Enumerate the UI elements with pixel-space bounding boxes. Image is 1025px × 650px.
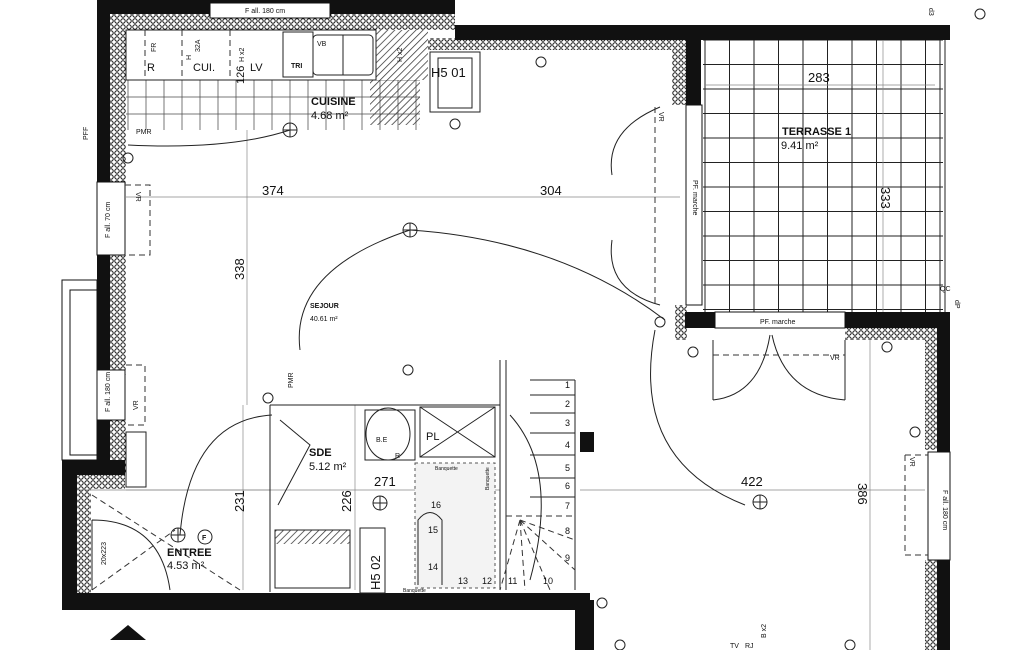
- window-label: PF. marche: [760, 319, 796, 326]
- dimension: 304: [540, 183, 562, 198]
- misc-label: 20x223: [101, 542, 108, 565]
- misc-label: VR: [830, 355, 840, 362]
- misc-label: Banquette: [403, 588, 426, 594]
- room-name: TERRASSE 1: [782, 126, 851, 138]
- room-name: SDE: [309, 447, 332, 459]
- step-number: 9: [565, 553, 570, 563]
- room-area: 40.61 m²: [310, 316, 338, 323]
- step-number: 2: [565, 399, 570, 409]
- kitchen-label: CUI.: [193, 62, 215, 74]
- dimension: 422: [741, 474, 763, 489]
- dimension: 338: [232, 258, 247, 280]
- step-number: 8: [565, 526, 570, 536]
- dimension: 283: [808, 70, 830, 85]
- room-area: 5.12 m²: [309, 461, 347, 473]
- step-number: 15: [428, 525, 438, 535]
- step-number: 7: [565, 501, 570, 511]
- room-name: ENTREE: [167, 547, 212, 559]
- misc-label: d3: [927, 8, 934, 16]
- misc-label: B.E: [376, 437, 388, 444]
- misc-label: TV: [730, 643, 739, 650]
- room-name: SEJOUR: [310, 303, 339, 310]
- window-label: F all. 180 cm: [245, 8, 285, 15]
- step-number: 11: [508, 576, 517, 586]
- outlet-icons: [122, 8, 986, 650]
- kitchen-label: H: [186, 55, 193, 60]
- misc-label: dP: [953, 300, 960, 309]
- step-number: 14: [428, 562, 438, 572]
- misc-label: Banquette: [485, 467, 491, 490]
- staircase: [499, 360, 576, 591]
- kitchen-label: 32A: [195, 39, 202, 52]
- misc-label: Banquette: [435, 466, 458, 472]
- kitchen-label: LV: [250, 62, 263, 74]
- kitchen-tiles: [110, 80, 420, 130]
- step-number: 1: [565, 380, 570, 390]
- unit-code: H5 01: [431, 65, 466, 80]
- room-name: CUISINE: [311, 96, 356, 108]
- room-area: 4.68 m²: [311, 110, 349, 122]
- dimension: 231: [232, 490, 247, 512]
- windows: [61, 2, 951, 561]
- misc-label: VR: [133, 400, 140, 410]
- kitchen-label: 126: [235, 66, 247, 84]
- unit-code: H5 02: [368, 555, 383, 590]
- window-label: F all. 70 cm: [105, 202, 112, 238]
- step-number: 10: [543, 576, 553, 586]
- misc-label: B x2: [761, 624, 768, 638]
- step-number: 4: [565, 440, 570, 450]
- dimension: 271: [374, 474, 396, 489]
- step-number: 6: [565, 481, 570, 491]
- window-label: F all. 180 cm: [941, 490, 948, 530]
- walls: [62, 0, 950, 650]
- window-label: PF. marche: [691, 180, 698, 216]
- misc-label: QC: [940, 286, 951, 293]
- room-area: 9.41 m²: [781, 140, 819, 152]
- misc-label: PFF: [83, 127, 90, 140]
- misc-label: RJ: [745, 643, 754, 650]
- misc-label: PL: [426, 431, 439, 443]
- kitchen-label: H x2: [397, 48, 404, 63]
- door-swings: [91, 106, 928, 591]
- dimension-lines: [80, 40, 935, 650]
- misc-label: PMR: [136, 129, 152, 136]
- step-number: 12: [482, 576, 492, 586]
- insulation: [75, 14, 940, 650]
- dimension: 333: [878, 187, 893, 209]
- dimension: 374: [262, 183, 284, 198]
- misc-label: PMR: [288, 372, 295, 388]
- misc-label: VR: [134, 192, 141, 202]
- kitchen-label: H x2: [239, 48, 246, 63]
- step-number: 5: [565, 463, 570, 473]
- north-arrow-icon: [110, 625, 146, 640]
- kitchen-label: VB: [317, 41, 327, 48]
- window-label: F all. 180 cm: [105, 372, 112, 412]
- dimension: 226: [339, 490, 354, 512]
- step-number: 13: [458, 576, 468, 586]
- misc-label: F: [202, 535, 207, 542]
- misc-label: R: [395, 453, 400, 460]
- labels: F all. 180 cm F all. 70 cm F all. 180 cm…: [83, 8, 960, 650]
- kitchen-counter: [125, 29, 481, 113]
- dimension: 386: [855, 483, 870, 505]
- bathroom: [269, 404, 500, 594]
- step-number: 16: [431, 500, 441, 510]
- room-area: 4.53 m²: [167, 560, 205, 572]
- kitchen-label: R: [147, 62, 155, 74]
- stair-step-numbers: 1 2 3 4 5 6 7 8 9 10 11 12 13 14 15 16: [428, 380, 570, 586]
- kitchen-label: FR: [151, 43, 158, 52]
- ceiling-lights: [170, 122, 768, 545]
- step-number: 3: [565, 418, 570, 428]
- misc-label: VR: [908, 457, 915, 467]
- misc-label: VR: [657, 112, 664, 122]
- kitchen-label: TRI: [291, 63, 302, 70]
